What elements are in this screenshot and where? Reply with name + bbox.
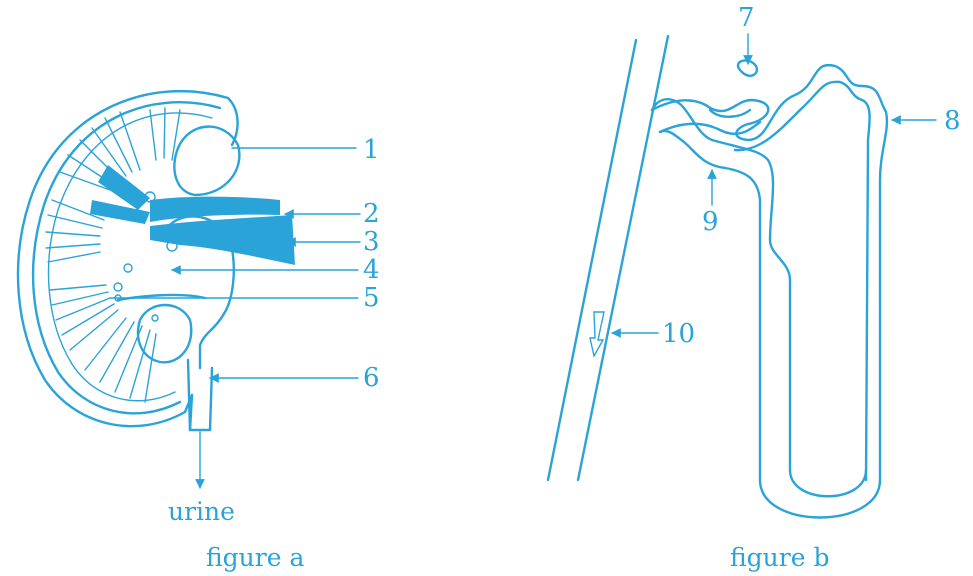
loop-of-henle	[790, 470, 866, 496]
label-10: 10	[662, 319, 695, 349]
proximal-tubule	[660, 131, 760, 480]
ureter	[190, 368, 212, 430]
renal-pyramids	[46, 108, 180, 402]
label-6: 6	[363, 363, 380, 393]
loop-of-henle	[760, 480, 880, 518]
nephron-diagram	[548, 36, 887, 518]
distal-tubule	[652, 65, 887, 480]
label-2: 2	[363, 199, 380, 229]
ureter-side	[188, 360, 190, 430]
label-3: 3	[363, 227, 380, 257]
distal-tubule	[660, 82, 870, 480]
flow-arrow-icon	[590, 312, 604, 356]
label-7: 7	[738, 3, 755, 33]
renal-column	[138, 305, 191, 362]
urine-label: urine	[168, 497, 235, 526]
label-4: 4	[363, 255, 380, 285]
label-9: 9	[702, 207, 719, 237]
label-8: 8	[944, 106, 961, 136]
figure-b-caption: figure b	[730, 543, 829, 572]
proximal-tubule	[652, 99, 790, 470]
kidney-cortex-line	[33, 102, 220, 413]
renal-column	[174, 127, 239, 195]
kidney-capsule	[18, 91, 238, 426]
figure-a-caption: figure a	[206, 543, 304, 572]
kidney-diagram	[18, 91, 295, 430]
calyx-ducts	[90, 165, 150, 224]
label-1: 1	[363, 135, 380, 165]
label-5: 5	[363, 283, 380, 313]
